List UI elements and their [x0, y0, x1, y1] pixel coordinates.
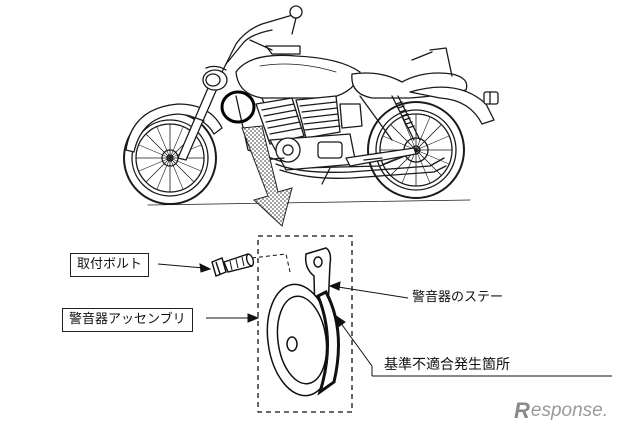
horn-stay-label: 警音器のステー: [412, 290, 504, 305]
swingarm: [345, 147, 417, 167]
horn-assembly-label: 警音器アッセンブリ: [62, 308, 193, 332]
response-watermark: R esponse.: [514, 398, 608, 424]
rear-fender: [409, 86, 495, 125]
handlebar: [221, 5, 303, 73]
horn-location-highlight: [220, 90, 256, 124]
headlight: [202, 65, 228, 91]
leader-lines: [157, 263, 612, 377]
motorcycle: [123, 5, 499, 206]
horn-icon: [266, 283, 340, 397]
detail-pointer-arrow: [241, 125, 293, 227]
mounting-bolt-icon: [211, 253, 255, 277]
engine: [255, 95, 363, 171]
watermark-text: esponse.: [530, 400, 609, 421]
exhaust-pipe: [275, 157, 447, 179]
rear-wheel: [367, 101, 465, 199]
mounting-bolt-label: 取付ボルト: [70, 253, 150, 277]
detail-frame: [257, 235, 353, 413]
ground-line: [147, 199, 471, 206]
watermark-initial: R: [514, 398, 530, 423]
fuel-tank: [235, 54, 361, 99]
defect-location-label: 基準不適合発生箇所: [384, 357, 510, 373]
tail-light: [483, 91, 499, 105]
